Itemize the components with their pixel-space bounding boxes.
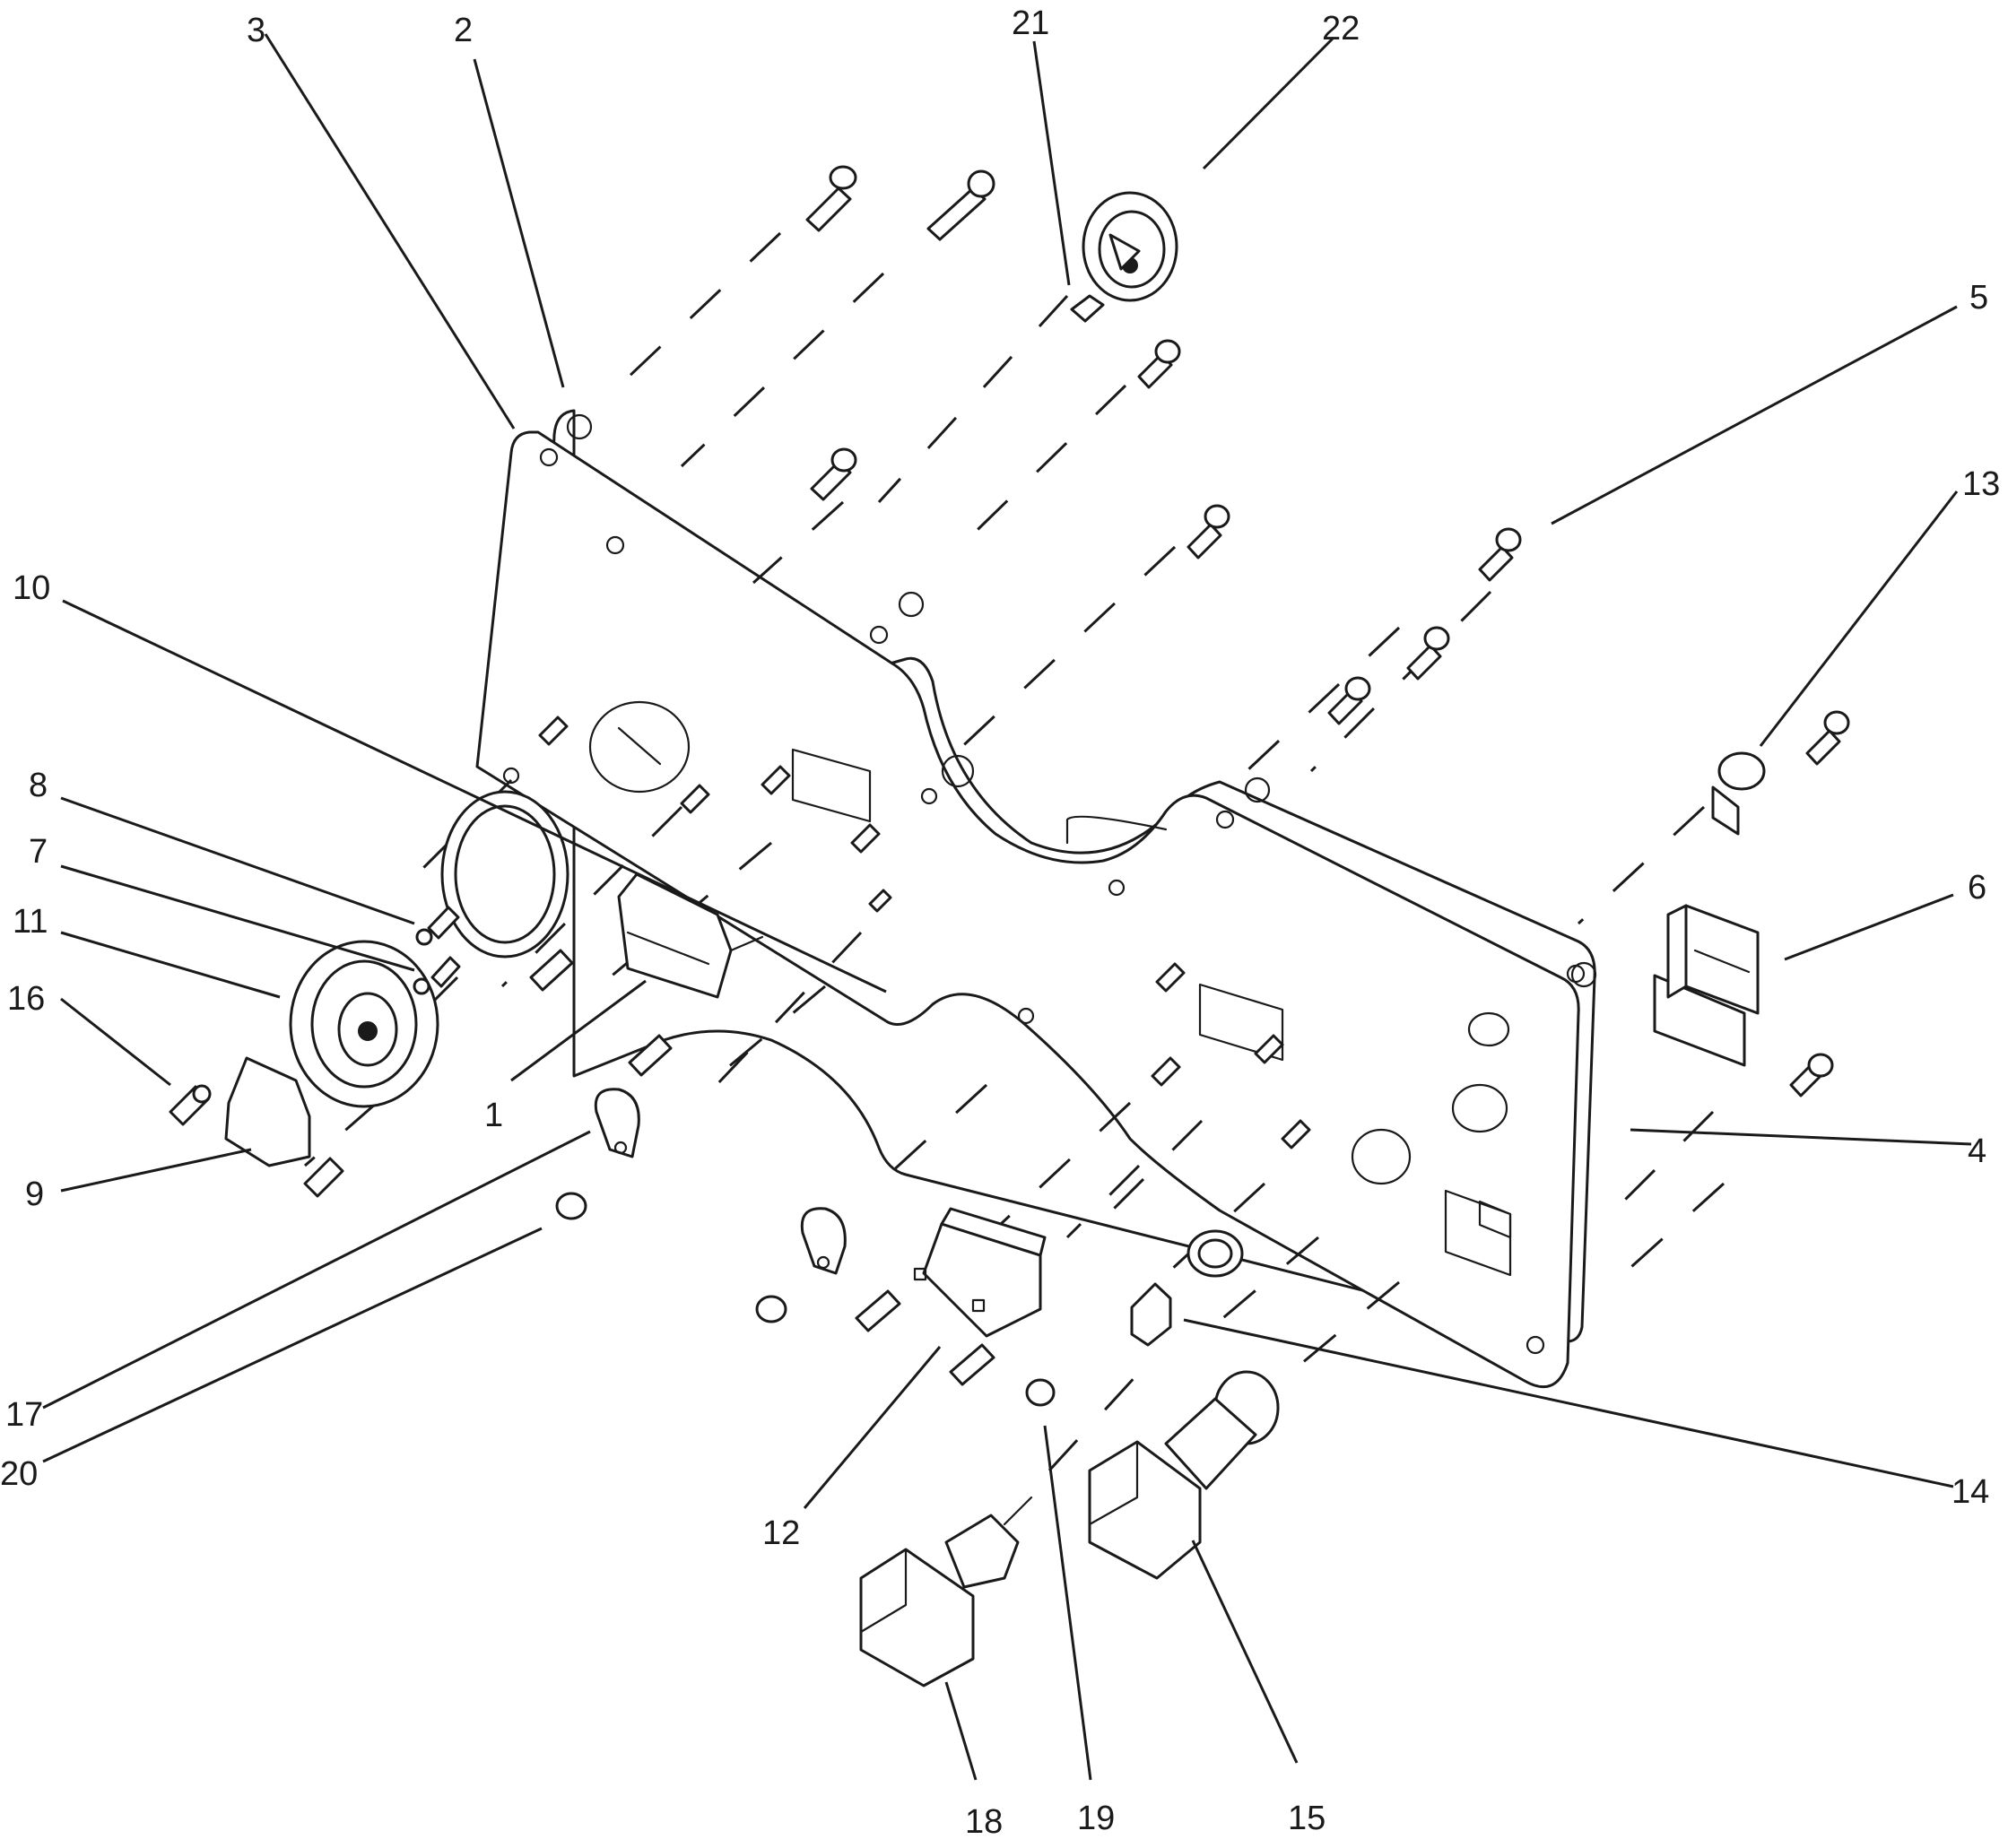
knob-assembly (1070, 191, 1178, 323)
screw-right-c (1327, 676, 1371, 725)
standoffs-center (529, 716, 1311, 1150)
callout-8: 8 (29, 767, 48, 804)
callout-13: 13 (1962, 465, 2000, 503)
callout-5: 5 (1969, 279, 1988, 317)
screw-top-b (926, 169, 995, 241)
screw-right-e (1789, 1053, 1834, 1098)
callout-1: 1 (484, 1097, 503, 1134)
standoffs-relay (855, 1289, 995, 1386)
callout-18: 18 (965, 1803, 1003, 1841)
terminal-clip (1130, 1282, 1172, 1347)
callout-10: 10 (13, 569, 50, 607)
gauge-housing (289, 940, 439, 1108)
indicator-lamp (1711, 751, 1766, 836)
screw-right-a (1478, 527, 1522, 582)
screw-right-b (1406, 626, 1450, 681)
callout-11: 11 (13, 903, 48, 941)
cable-clamp-center (800, 1207, 847, 1275)
callout-16: 16 (7, 980, 45, 1018)
screw-top-a (805, 165, 857, 232)
spacer-left (169, 1084, 212, 1126)
screw-mid-b (1137, 339, 1181, 389)
callout-22: 22 (1322, 10, 1360, 48)
screw-mid-a (810, 447, 857, 501)
callout-6: 6 (1968, 869, 1986, 907)
bezel-nut (1187, 1229, 1244, 1278)
callout-labels: 3 2 21 22 5 13 10 8 7 11 16 9 1 6 4 17 2… (0, 4, 2000, 1841)
callout-21: 21 (1012, 4, 1049, 42)
nut-left (555, 1192, 587, 1220)
leader-lines (42, 33, 1972, 1781)
callout-20: 20 (0, 1455, 38, 1493)
panel-plate (475, 430, 1580, 1389)
relay-block (913, 1207, 1047, 1338)
screw-right-d (1805, 710, 1850, 766)
panel-gasket (540, 409, 1596, 1343)
callout-7: 7 (29, 833, 48, 871)
panel-cutouts (588, 700, 1512, 1277)
callout-3: 3 (247, 12, 265, 49)
callout-12: 12 (762, 1514, 800, 1552)
rocker-switch (1653, 904, 1760, 1067)
nut-center (755, 1295, 787, 1323)
callout-15: 15 (1288, 1800, 1326, 1837)
nut-19 (1025, 1378, 1056, 1407)
panel-holes (502, 413, 1597, 1355)
gauge-ring (440, 790, 569, 959)
screw-mid-c (1187, 504, 1230, 560)
pushbutton-switch (1088, 1370, 1280, 1580)
callout-9: 9 (25, 1176, 44, 1213)
screws-gauge (413, 906, 461, 995)
callout-14: 14 (1951, 1473, 1989, 1511)
cable-clamp-left (594, 1088, 640, 1158)
spacer-left-b (303, 1157, 344, 1198)
callout-2: 2 (454, 12, 473, 49)
selector-switch (859, 1496, 1033, 1687)
callout-4: 4 (1968, 1132, 1986, 1170)
callout-17: 17 (5, 1396, 43, 1434)
callout-19: 19 (1077, 1800, 1115, 1837)
switch-block-left (224, 1056, 311, 1167)
